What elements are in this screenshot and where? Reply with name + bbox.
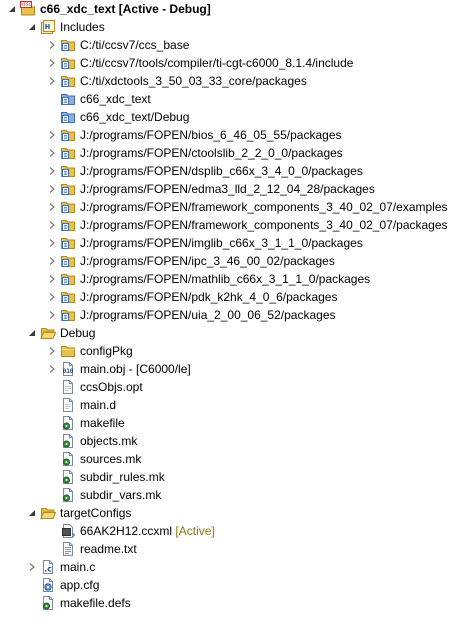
tree-item-label: ccsObjs.opt <box>80 380 143 394</box>
tree-item-label: 66AK2H12.ccxml [Active] <box>80 524 215 538</box>
expand-arrow-icon[interactable] <box>48 347 56 355</box>
collapse-arrow-icon[interactable] <box>28 509 36 517</box>
tree-item-label: targetConfigs <box>60 506 132 520</box>
tree-item-label: subdir_rules.mk <box>80 470 165 484</box>
svg-text:.c: .c <box>44 565 52 574</box>
tree-item-label: J:/programs/FOPEN/ctoolslib_2_2_0_0/pack… <box>80 146 343 160</box>
include-folder-icon <box>60 145 76 161</box>
svg-text:RTSC: RTSC <box>20 2 32 8</box>
object-file-icon: 010 <box>60 361 76 377</box>
include-folder-icon <box>60 55 76 71</box>
tree-item-label: makefile <box>80 416 125 430</box>
expand-arrow-icon[interactable] <box>28 563 36 571</box>
expand-arrow-icon[interactable] <box>48 149 56 157</box>
tree-item-label: c66_xdc_text [Active - Debug] <box>40 2 211 16</box>
tree-item-label: Debug <box>60 326 96 340</box>
text-file-icon <box>60 541 76 557</box>
include-folder-icon <box>60 163 76 179</box>
tree-item-label: C:/ti/ccsv7/tools/compiler/ti-cgt-c6000_… <box>80 56 354 70</box>
expand-arrow-icon[interactable] <box>48 185 56 193</box>
tree-item-label: C:/ti/xdctools_3_50_03_33_core/packages <box>80 74 307 88</box>
expand-arrow-icon[interactable] <box>48 59 56 67</box>
tree-item-label: c66_xdc_text/Debug <box>80 110 190 124</box>
ccxml-icon <box>60 523 76 539</box>
tree-item-label: makefile.defs <box>60 596 131 610</box>
expand-arrow-icon[interactable] <box>48 221 56 229</box>
include-folder-icon <box>60 289 76 305</box>
tree-item-label: J:/programs/FOPEN/framework_components_3… <box>80 218 448 232</box>
workspace-include-icon <box>60 109 76 125</box>
include-folder-icon <box>60 271 76 287</box>
expand-arrow-icon[interactable] <box>48 257 56 265</box>
expand-arrow-icon[interactable] <box>48 365 56 373</box>
makefile-icon <box>60 469 76 485</box>
expand-arrow-icon[interactable] <box>48 77 56 85</box>
tree-item-label: configPkg <box>80 344 133 358</box>
tree-item-label: objects.mk <box>80 434 138 448</box>
collapse-arrow-icon[interactable] <box>28 329 36 337</box>
tree-item-label: J:/programs/FOPEN/dsplib_c66x_3_4_0_0/pa… <box>80 164 363 178</box>
expand-arrow-icon[interactable] <box>48 239 56 247</box>
tree-item-label: J:/programs/FOPEN/pdk_k2hk_4_0_6/package… <box>80 290 338 304</box>
folder-open-icon <box>40 505 56 521</box>
tree-item-decoration: [Active] <box>175 524 215 538</box>
expand-arrow-icon[interactable] <box>48 311 56 319</box>
tree-item-label: c66_xdc_text <box>80 92 151 106</box>
tree-item-label: main.c <box>60 560 96 574</box>
include-folder-icon <box>60 181 76 197</box>
tree-item-label: J:/programs/FOPEN/uia_2_00_06_52/package… <box>80 308 336 322</box>
tree-item-label: J:/programs/FOPEN/mathlib_c66x_3_1_1_0/p… <box>80 272 371 286</box>
include-folder-icon <box>60 199 76 215</box>
tree-item-label: J:/programs/FOPEN/framework_components_3… <box>80 200 448 214</box>
include-folder-icon <box>60 307 76 323</box>
include-folder-icon <box>60 73 76 89</box>
includes-icon <box>40 19 56 35</box>
makefile-icon <box>60 415 76 431</box>
folder-icon <box>60 343 76 359</box>
tree-item-label: J:/programs/FOPEN/edma3_lld_2_12_04_28/p… <box>80 182 375 196</box>
include-folder-icon <box>60 127 76 143</box>
tree-item-label: J:/programs/FOPEN/ipc_3_46_00_02/package… <box>80 254 335 268</box>
makefile-icon <box>60 451 76 467</box>
c-source-icon: .c <box>40 559 56 575</box>
tree-item-label: J:/programs/FOPEN/imglib_c66x_3_1_1_0/pa… <box>80 236 363 250</box>
tree-item-decoration: [Active - Debug] <box>118 2 211 16</box>
workspace-include-icon <box>60 91 76 107</box>
folder-open-icon <box>40 325 56 341</box>
expand-arrow-icon[interactable] <box>48 275 56 283</box>
include-folder-icon <box>60 235 76 251</box>
expand-arrow-icon[interactable] <box>48 41 56 49</box>
collapse-arrow-icon[interactable] <box>28 23 36 31</box>
tree-item-label: Includes <box>60 20 105 34</box>
tree-item-label: C:/ti/ccsv7/ccs_base <box>80 38 190 52</box>
expand-arrow-icon[interactable] <box>48 167 56 175</box>
tree-item-label: main.d <box>80 398 117 412</box>
tree-item-label: sources.mk <box>80 452 142 466</box>
tree-item-label: J:/programs/FOPEN/bios_6_46_05_55/packag… <box>80 128 342 142</box>
file-icon <box>60 397 76 413</box>
include-folder-icon <box>60 37 76 53</box>
makefile-icon <box>40 595 56 611</box>
tree-item-label: readme.txt <box>80 542 137 556</box>
expand-arrow-icon[interactable] <box>48 203 56 211</box>
include-folder-icon <box>60 217 76 233</box>
tree-item-label: app.cfg <box>60 578 100 592</box>
svg-text:010: 010 <box>63 368 74 375</box>
expand-arrow-icon[interactable] <box>48 293 56 301</box>
makefile-icon <box>60 433 76 449</box>
tree-item-label: subdir_vars.mk <box>80 488 162 502</box>
include-folder-icon <box>60 253 76 269</box>
expand-arrow-icon[interactable] <box>48 131 56 139</box>
tree-item-label: main.obj - [C6000/le] <box>80 362 191 376</box>
ccs-project-icon: RTSC <box>20 1 36 17</box>
collapse-arrow-icon[interactable] <box>8 5 16 13</box>
cfg-file-icon <box>40 577 56 593</box>
file-icon <box>60 379 76 395</box>
makefile-icon <box>60 487 76 503</box>
